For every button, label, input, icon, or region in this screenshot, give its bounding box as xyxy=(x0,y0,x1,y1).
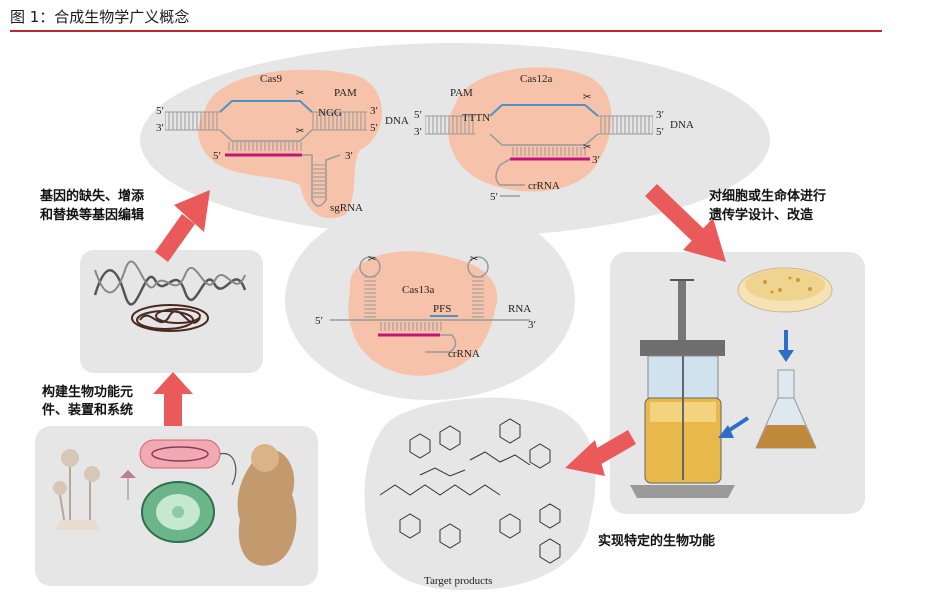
crrna-label: crRNA xyxy=(528,180,560,192)
arrow-build-to-genome xyxy=(153,372,193,426)
prime-5-label: 5′ xyxy=(213,150,221,162)
scissors-icon: ✂ xyxy=(470,254,478,265)
cas13a-rna-label: RNA xyxy=(508,303,531,315)
cas9-pam-seq: NGG xyxy=(318,107,342,119)
cas12a-label: Cas12a xyxy=(520,73,553,85)
prime-5-label: 5′ xyxy=(490,191,498,203)
cas9-label: Cas9 xyxy=(260,73,283,85)
arrow-genome-to-editing xyxy=(155,190,210,262)
step-design-line2: 遗传学设计、改造 xyxy=(708,207,814,223)
prime-5-label: 5′ xyxy=(656,126,664,138)
cas12a-complex: ✂ ✂ Cas12a PAM TTTN DNA 5′ 3′ 3′ 5′ 3′ 5… xyxy=(414,67,694,203)
cas9-dna-label: DNA xyxy=(385,115,409,127)
crrna-label: crRNA xyxy=(448,348,480,360)
prime-3-label: 3′ xyxy=(370,105,378,117)
prime-3-label: 3′ xyxy=(156,122,164,134)
title-rule xyxy=(10,30,882,32)
cas9-complex: ✂ ✂ Cas9 PAM NGG DNA 5′ 3′ 3′ 5′ 5′ 3′ s… xyxy=(156,69,409,219)
cas13a-pfs-label: PFS xyxy=(433,303,451,315)
prime-3-label: 3′ xyxy=(345,150,353,162)
step-build-line2: 件、装置和系统 xyxy=(42,402,133,418)
step-build-line1: 构建生物功能元 xyxy=(42,384,133,400)
bioreactor-panel xyxy=(610,252,865,514)
flow-arrows xyxy=(153,184,726,476)
prime-3-label: 3′ xyxy=(656,109,664,121)
prime-5-label: 5′ xyxy=(370,122,378,134)
scissors-icon: ✂ xyxy=(583,92,591,103)
step-edit-line2: 和替换等基因编辑 xyxy=(40,207,144,223)
step-design-line1: 对细胞或生命体进行 xyxy=(709,188,826,204)
cas13a-complex: ✂ ✂ Cas13a PFS RNA 5′ 3′ crRNA xyxy=(315,251,536,376)
target-products-label: Target products xyxy=(424,575,492,587)
scissors-icon: ✂ xyxy=(296,126,304,137)
prime-3-label: 3′ xyxy=(528,319,536,331)
prime-5-label: 5′ xyxy=(414,109,422,121)
cas12a-dna-label: DNA xyxy=(670,119,694,131)
prime-3-label: 3′ xyxy=(414,126,422,138)
cas12a-pam-label: PAM xyxy=(450,87,473,99)
cas12a-pam-seq: TTTN xyxy=(462,112,490,124)
cas13a-label: Cas13a xyxy=(402,284,435,296)
scissors-icon: ✂ xyxy=(296,88,304,99)
prime-5-label: 5′ xyxy=(315,315,323,327)
step-edit-line1: 基因的缺失、增添 xyxy=(39,188,145,204)
scissors-icon: ✂ xyxy=(583,142,591,153)
target-products-cloud: Target products xyxy=(364,397,596,591)
cas9-pam-label: PAM xyxy=(334,87,357,99)
sgrna-label: sgRNA xyxy=(330,202,363,214)
arrow-reactor-to-products xyxy=(565,430,636,476)
arrow-editing-to-reactor xyxy=(645,184,726,262)
step-function: 实现特定的生物功能 xyxy=(598,533,715,549)
figure-title: 图 1：合成生物学广义概念 xyxy=(10,8,190,26)
scissors-icon: ✂ xyxy=(368,254,376,265)
prime-5-label: 5′ xyxy=(156,105,164,117)
prime-3-label: 3′ xyxy=(592,154,600,166)
biological-parts-panel xyxy=(35,426,318,586)
genome-panel xyxy=(80,250,263,373)
